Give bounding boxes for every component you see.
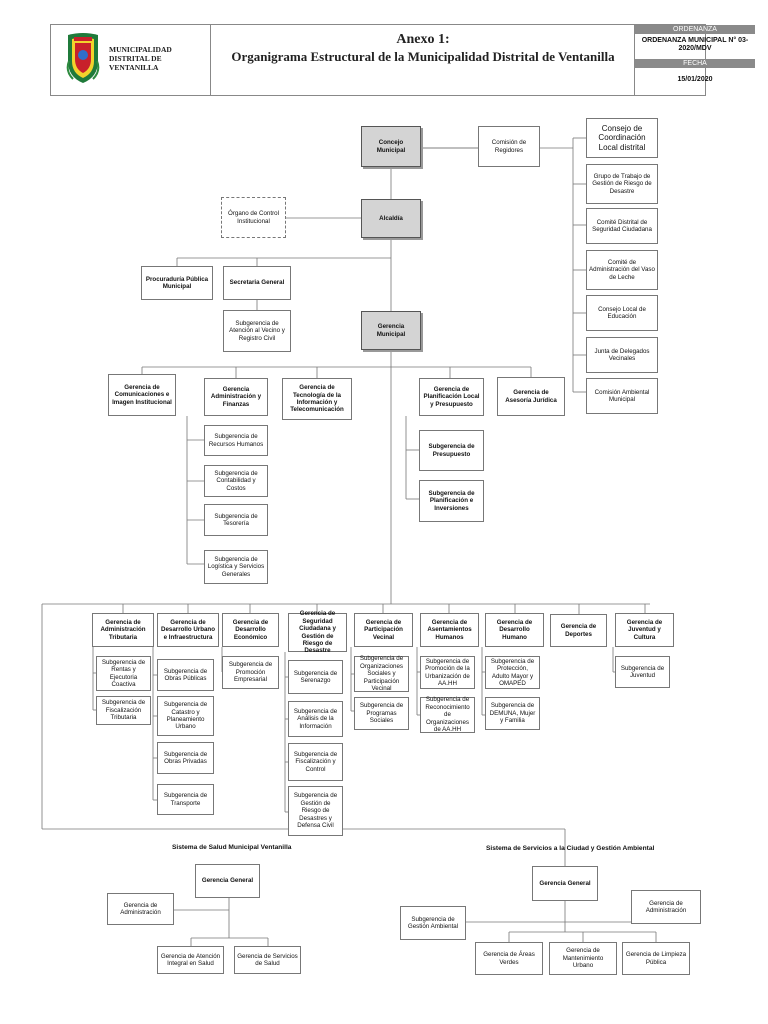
salud-gerencia-administracion-box: Gerencia de Administración: [107, 893, 174, 925]
gerencia-tecnologia-box: Gerencia de Tecnología de la Información…: [282, 378, 352, 420]
gerencia-seguridad-box: Gerencia de Seguridad Ciudadana y Gestió…: [288, 610, 347, 654]
ordinance-value: ORDENANZA MUNICIPAL N° 03-2020/MDV: [641, 37, 749, 52]
subgerencia-rrhh-box: Subgerencia de Recursos Humanos: [204, 425, 268, 456]
subgerencia-riesgo-box: Subgerencia de Gestión de Riesgo de Desa…: [288, 786, 343, 836]
grupo-trabajo-box: Grupo de Trabajo de Gestión de Riesgo de…: [586, 164, 658, 204]
subgerencia-catastro-box: Subgerencia de Catastro y Planeamiento U…: [157, 696, 214, 736]
subgerencia-demuna-box: Subgerencia de DEMUNA, Mujer y Familia: [485, 697, 540, 730]
salud-gerencia-general-box: Gerencia General: [195, 864, 260, 898]
municipal-shield-logo: [66, 33, 100, 83]
subgerencia-rentas-box: Subgerencia de Rentas y Ejecutoria Coact…: [96, 656, 151, 691]
gerencia-administracion-box: Gerencia Administración y Finanzas: [204, 378, 268, 416]
document-header: MUNICIPALIDAD DISTRITAL DE VENTANILLA An…: [50, 24, 755, 96]
comite-seguridad-box: Comité Distrital de Seguridad Ciudadana: [586, 208, 658, 244]
subgerencia-obras-privadas-box: Subgerencia de Obras Privadas: [157, 742, 214, 774]
subgerencia-contabilidad-box: Subgerencia de Contabilidad y Costos: [204, 465, 268, 497]
salud-gerencia-servicios-box: Gerencia de Servicios de Salud: [234, 946, 301, 974]
subgerencia-promocion-box: Subgerencia de Promoción Empresarial: [222, 656, 279, 689]
secretaria-general-box: Secretaria General: [223, 266, 291, 300]
gerencia-tributaria-box: Gerencia de Administración Tributaria: [92, 613, 154, 647]
gerencia-humano-box: Gerencia de Desarrollo Humano: [485, 613, 544, 647]
salud-gerencia-atencion-box: Gerencia de Atención Integral en Salud: [157, 946, 224, 974]
subgerencia-fiscalizacion-control-box: Subgerencia de Fiscalización y Control: [288, 743, 343, 781]
subgerencia-organizaciones-box: Subgerencia de Organizaciones Sociales y…: [354, 655, 409, 692]
subgerencia-proteccion-box: Subgerencia de Protección, Adulto Mayor …: [485, 656, 540, 689]
municipality-name: MUNICIPALIDAD DISTRITAL DE VENTANILLA: [109, 45, 172, 72]
organo-control-box: Órgano de Control Institucional: [221, 197, 286, 238]
ambiental-subgerencia-gestion-box: Subgerencia de Gestión Ambiental: [400, 906, 466, 940]
subgerencia-atencion-vecino-box: Subgerencia de Atención al Vecino y Regi…: [223, 310, 291, 352]
gerencia-deportes-box: Gerencia de Deportes: [550, 614, 607, 647]
consejo-coordinacion-box: Consejo de Coordinación Local distrital: [586, 118, 658, 158]
gerencia-comunicaciones-box: Gerencia de Comunicaciones e Imagen Inst…: [108, 374, 176, 416]
gerencia-municipal-box: Gerencia Municipal: [361, 311, 421, 350]
gerencia-participacion-box: Gerencia de Participación Vecinal: [354, 613, 413, 647]
document-title: Organigrama Estructural de la Municipali…: [231, 49, 615, 64]
gerencia-juventud-box: Gerencia de Juventud y Cultura: [615, 613, 674, 647]
concejo-municipal-box: Concejo Municipal: [361, 126, 421, 167]
subgerencia-serenazgo-box: Subgerencia de Serenazgo: [288, 660, 343, 694]
consejo-educacion-box: Consejo Local de Educación: [586, 295, 658, 331]
subgerencia-programas-box: Subgerencia de Programas Sociales: [354, 697, 409, 730]
subgerencia-logistica-box: Subgerencia de Logística y Servicios Gen…: [204, 550, 268, 584]
annex-label: Anexo 1:: [396, 32, 450, 47]
comite-vaso-leche-box: Comité de Administración del Vaso de Lec…: [586, 250, 658, 290]
ambiental-gerencia-general-box: Gerencia General: [532, 866, 598, 901]
subgerencia-planificacion-box: Subgerencia de Planificación e Inversion…: [419, 480, 484, 522]
gerencia-urbano-box: Gerencia de Desarrollo Urbano e Infraest…: [157, 613, 219, 647]
subgerencia-promocion-aahh-box: Subgerencia de Promoción de la Urbanizac…: [420, 656, 475, 689]
ambiental-gerencia-limpieza-box: Gerencia de Limpieza Pública: [622, 942, 690, 975]
ambiental-gerencia-administracion-box: Gerencia de Administración: [631, 890, 701, 924]
ambiental-system-title: Sistema de Servicios a la Ciudad y Gesti…: [486, 845, 655, 852]
gerencia-asesoria-box: Gerencia de Asesoría Jurídica: [497, 377, 565, 416]
subgerencia-fiscalizacion-tributaria-box: Subgerencia de Fiscalización Tributaria: [96, 696, 151, 725]
logo-cell: MUNICIPALIDAD DISTRITAL DE VENTANILLA: [51, 25, 211, 95]
comision-ambiental-box: Comisión Ambiental Municipal: [586, 378, 658, 414]
subgerencia-analisis-box: Subgerencia de Análisis de la Informació…: [288, 701, 343, 737]
comision-regidores-box: Comisión de Regidores: [478, 126, 540, 167]
ambiental-gerencia-areas-box: Gerencia de Áreas Verdes: [475, 942, 543, 975]
gerencia-planificacion-box: Gerencia de Planificación Local y Presup…: [419, 378, 484, 416]
subgerencia-presupuesto-box: Subgerencia de Presupuesto: [419, 430, 484, 471]
subgerencia-tesoreria-box: Subgerencia de Tesorería: [204, 504, 268, 536]
salud-system-title: Sistema de Salud Municipal Ventanilla: [172, 844, 292, 851]
junta-delegados-box: Junta de Delegados Vecinales: [586, 337, 658, 373]
date-label: FECHA: [635, 59, 755, 68]
gerencia-economico-box: Gerencia de Desarrollo Económico: [222, 613, 279, 647]
ambiental-gerencia-mantenimiento-box: Gerencia de Mantenimiento Urbano: [549, 942, 617, 975]
subgerencia-reconocimiento-box: Subgerencia de Reconocimiento de Organiz…: [420, 696, 475, 733]
procuraduria-box: Procuraduría Pública Municipal: [141, 266, 213, 300]
alcaldia-box: Alcaldía: [361, 199, 421, 238]
subgerencia-obras-publicas-box: Subgerencia de Obras Públicas: [157, 659, 214, 691]
date-value: 15/01/2020: [677, 76, 713, 83]
subgerencia-juventud-box: Subgerencia de Juventud: [615, 656, 670, 688]
title-cell: Anexo 1: Organigrama Estructural de la M…: [211, 25, 635, 95]
ordinance-label: ORDENANZA: [635, 25, 755, 34]
gerencia-asentamientos-box: Gerencia de Asentamientos Humanos: [420, 613, 479, 647]
metadata-cell: ORDENANZA ORDENANZA MUNICIPAL N° 03-2020…: [635, 25, 755, 95]
subgerencia-transporte-box: Subgerencia de Transporte: [157, 784, 214, 815]
